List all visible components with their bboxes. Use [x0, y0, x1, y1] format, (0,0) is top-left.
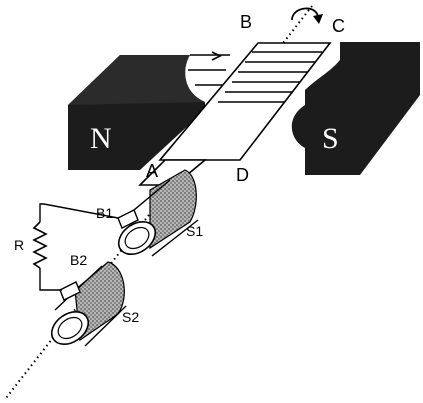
brush-label-b2: B2 — [70, 252, 87, 268]
external-circuit-wire-lower — [39, 268, 62, 291]
north-pole-label: N — [90, 122, 112, 155]
coil-loop — [158, 42, 332, 161]
rotation-arrowhead-icon — [313, 14, 323, 24]
rotation-arrow-icon — [291, 7, 319, 21]
brush-b1 — [117, 209, 139, 229]
resistor-symbol — [32, 221, 48, 269]
resistor-label: R — [14, 237, 24, 253]
slip-ring-label-s2: S2 — [122, 309, 139, 325]
brush-b2 — [59, 281, 81, 301]
corner-label-c: C — [332, 16, 345, 36]
corner-label-b: B — [240, 12, 252, 32]
external-circuit-wire — [39, 203, 119, 222]
brush-label-b1: B1 — [96, 205, 113, 221]
slip-ring-s1 — [117, 169, 199, 257]
slip-ring-s2 — [50, 261, 127, 347]
south-pole-magnet — [291, 42, 420, 175]
corner-label-d: D — [236, 165, 249, 185]
corner-label-a: A — [146, 161, 158, 181]
north-pole-top-face — [68, 55, 205, 105]
slip-ring-label-s1: S1 — [186, 223, 203, 239]
south-pole-label: S — [322, 122, 339, 155]
